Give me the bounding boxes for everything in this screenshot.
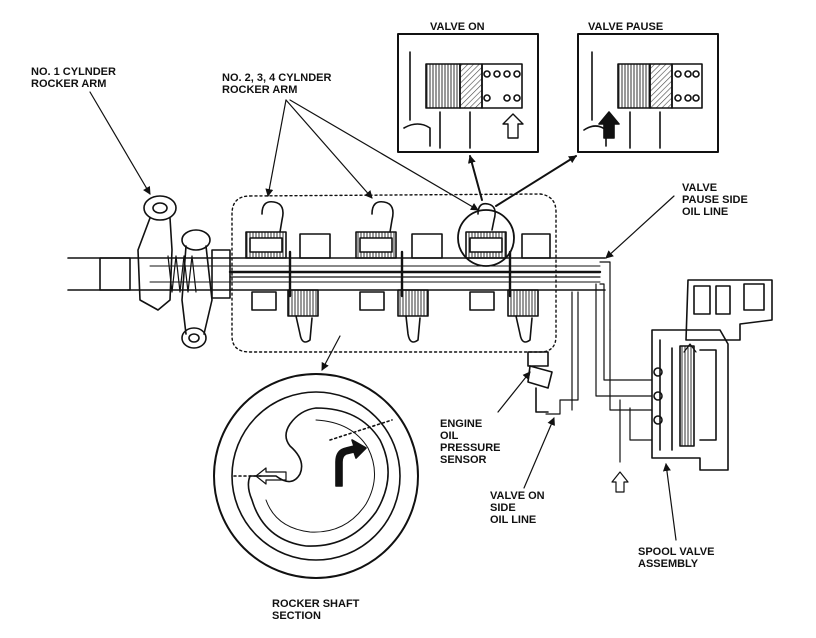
cylinder-group-3 — [355, 200, 443, 343]
rocker-shaft-section — [213, 373, 419, 579]
valve-on-inset — [397, 33, 539, 153]
oil-lines — [545, 261, 653, 493]
leader-lines — [89, 91, 677, 541]
cylinder-group-2 — [245, 200, 331, 343]
up-arrow-hollow-icon — [611, 471, 629, 493]
up-arrow-hollow-icon — [502, 113, 524, 139]
cylinder-group-4 — [457, 202, 551, 343]
up-arrow-solid-icon — [598, 111, 620, 139]
rocker-shaft — [67, 255, 606, 293]
oil-flow-arrow-icon — [335, 439, 367, 487]
oil-flow-arrow-icon — [255, 467, 287, 485]
label-valve-on: VALVE ON — [430, 21, 485, 33]
oil-pressure-sensor — [527, 351, 553, 413]
label-valve-pause: VALVE PAUSE — [588, 21, 664, 33]
spool-valve-assembly — [651, 279, 773, 471]
valve-pause-inset — [577, 33, 719, 153]
no1-rocker-arm — [137, 195, 231, 349]
